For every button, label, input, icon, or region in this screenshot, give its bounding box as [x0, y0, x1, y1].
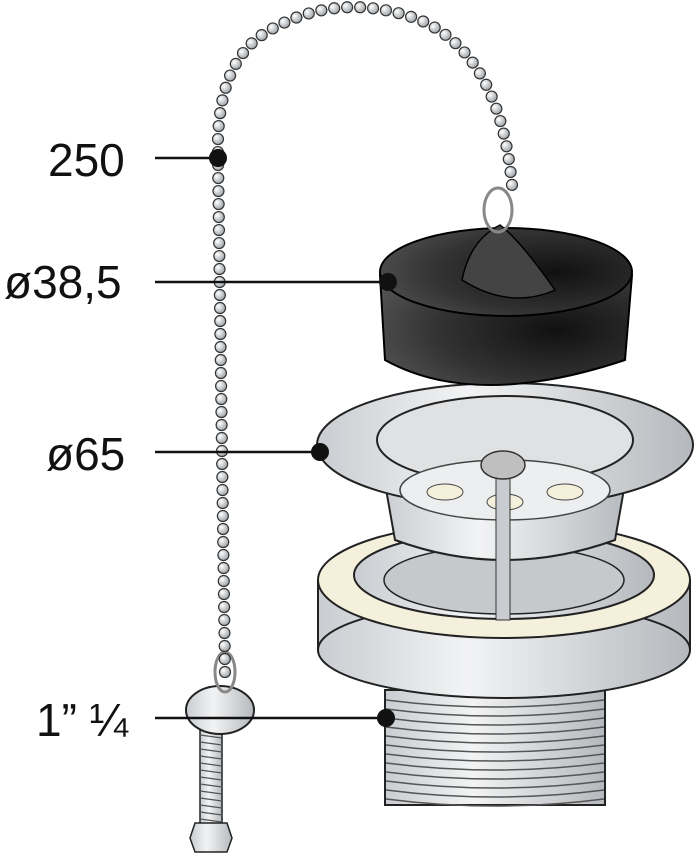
- chain-bead: [494, 114, 507, 128]
- chain-bead: [229, 57, 242, 70]
- chain-bead: [417, 15, 430, 28]
- label-flange-diameter: ø65: [46, 428, 125, 480]
- chain-bead: [215, 392, 228, 406]
- rubber-plug: [378, 186, 634, 386]
- chain-bead: [245, 37, 258, 50]
- chain-bead: [328, 2, 341, 15]
- label-thread-size: 1” ¼: [36, 694, 129, 746]
- chain-bead: [212, 197, 225, 211]
- chain-bead: [290, 11, 303, 24]
- chain-bead: [218, 626, 231, 640]
- chain-bead: [212, 210, 225, 224]
- chain-bead: [213, 249, 226, 263]
- chain-bead: [212, 223, 226, 237]
- chain-bead: [214, 327, 227, 341]
- chain-bead: [214, 314, 227, 328]
- chain-bead: [236, 46, 250, 60]
- callout-thread-size: 1” ¼: [36, 694, 395, 746]
- chain-bead: [216, 509, 229, 523]
- chain-bead: [505, 178, 519, 191]
- chain-bead: [500, 140, 513, 153]
- chain-bead: [458, 46, 471, 59]
- chain-bead: [466, 56, 479, 69]
- ball-chain: [211, 1, 519, 679]
- chain-bead: [212, 184, 225, 198]
- chain-bead: [490, 102, 503, 115]
- chain-bead: [449, 37, 462, 50]
- chain-bead: [213, 288, 226, 302]
- chain-bead: [217, 587, 231, 601]
- chain-bead: [504, 165, 517, 179]
- chain-bead: [216, 522, 230, 536]
- chain-bead: [480, 78, 493, 91]
- chain-bead: [216, 470, 229, 484]
- chain-bead: [219, 81, 232, 94]
- chain-bead: [218, 639, 231, 653]
- chain-bead: [214, 366, 228, 380]
- chain-bead: [214, 340, 227, 354]
- chain-bead: [354, 1, 367, 14]
- chain-bead: [217, 535, 230, 549]
- chain-bead: [212, 119, 225, 133]
- chain-bead: [278, 16, 291, 29]
- chain-bead: [485, 90, 498, 103]
- chain-bead: [216, 496, 229, 510]
- callout-chain-length: 250: [48, 134, 227, 186]
- callout-flange-diameter: ø65: [46, 428, 329, 480]
- chain-bead: [302, 7, 315, 20]
- chain-bead: [218, 652, 231, 666]
- chain-bead: [392, 7, 405, 20]
- callout-plug-diameter: ø38,5: [4, 256, 397, 308]
- chain-bead: [315, 4, 328, 17]
- chain-bead: [266, 22, 279, 35]
- chain-bead: [404, 10, 418, 23]
- chain-bead: [502, 152, 515, 166]
- chain-bead: [218, 613, 231, 627]
- chain-bead: [213, 262, 226, 276]
- chain-bead: [217, 561, 230, 575]
- chain-bead: [223, 69, 237, 82]
- chain-bead: [367, 2, 380, 15]
- chain-bead: [255, 29, 268, 42]
- chain-bead: [215, 418, 228, 432]
- chain-bead: [439, 28, 452, 41]
- chain-bead: [216, 457, 229, 471]
- chain-bead: [497, 127, 510, 140]
- chain-bead: [428, 21, 441, 34]
- chain-bead: [379, 4, 393, 17]
- chain-bead: [217, 548, 230, 562]
- chain-bead: [213, 301, 227, 315]
- chain-anchor-screw: [185, 650, 255, 853]
- threaded-tail: [384, 689, 606, 807]
- chain-bead: [216, 94, 229, 107]
- chain-bead: [213, 236, 226, 250]
- chain-bead: [215, 379, 228, 393]
- chain-bead: [218, 665, 232, 679]
- label-plug-diameter: ø38,5: [4, 256, 122, 308]
- chain-bead: [214, 107, 227, 120]
- chain-bead: [216, 483, 229, 497]
- chain-bead: [215, 431, 228, 445]
- chain-bead: [211, 132, 225, 146]
- chain-bead: [212, 171, 225, 185]
- chain-bead: [473, 67, 486, 80]
- chain-bead: [341, 1, 354, 14]
- chain-bead: [218, 600, 231, 614]
- chain-bead: [214, 353, 227, 367]
- chain-bead: [215, 405, 228, 419]
- label-chain-length: 250: [48, 134, 125, 186]
- chain-bead: [217, 574, 230, 588]
- flange: [316, 382, 694, 621]
